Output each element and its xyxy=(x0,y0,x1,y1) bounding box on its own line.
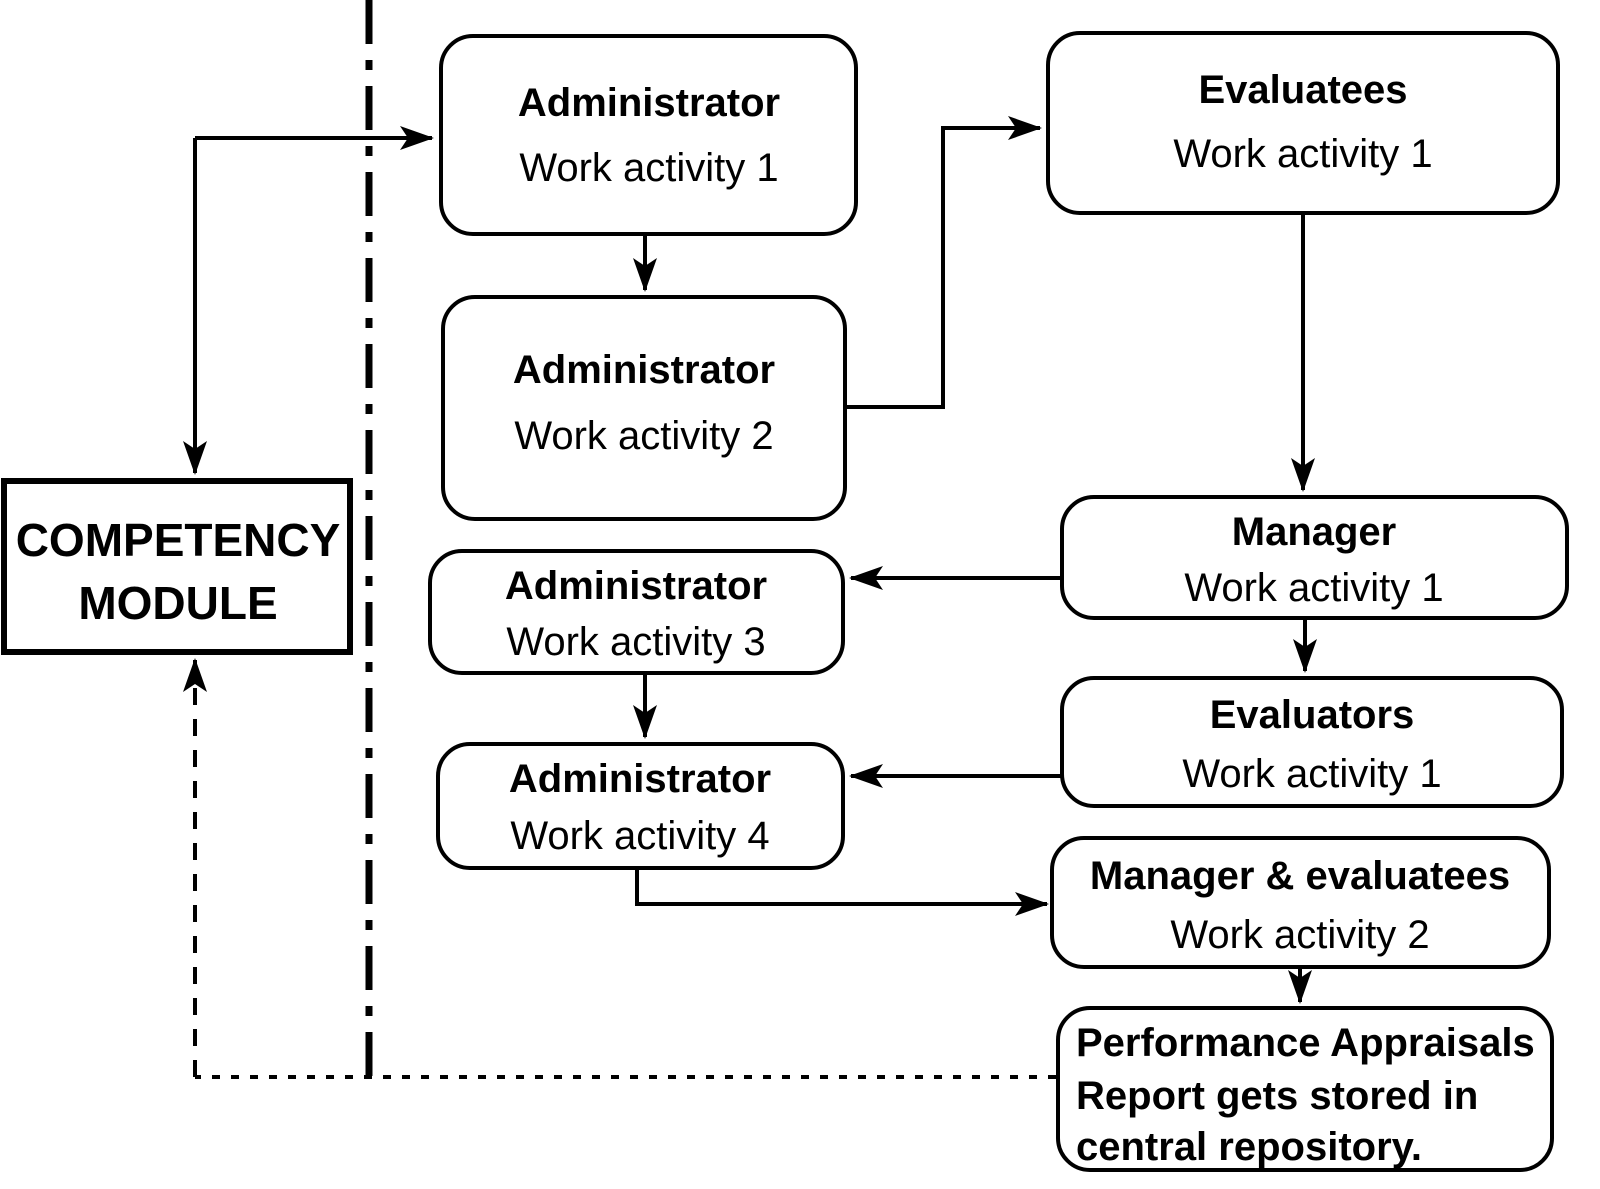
node-admin3: Administrator Work activity 3 xyxy=(428,549,845,675)
connector-admin2-to-evaluatees xyxy=(845,116,1042,409)
admin2-title: Administrator xyxy=(513,348,775,392)
manager-evaluatees-box xyxy=(1050,836,1551,969)
evaluators-title: Evaluators xyxy=(1210,693,1415,737)
node-manager: Manager Work activity 1 xyxy=(1060,495,1569,620)
admin3-subtitle: Work activity 3 xyxy=(506,620,765,664)
evaluators-box xyxy=(1060,676,1564,808)
admin2-box xyxy=(441,295,847,521)
admin4-subtitle: Work activity 4 xyxy=(510,814,769,858)
admin1-subtitle: Work activity 1 xyxy=(519,146,778,190)
admin4-title: Administrator xyxy=(509,757,771,801)
competency-module-line1: COMPETENCY xyxy=(16,514,341,566)
manager-title: Manager xyxy=(1232,510,1397,554)
performance-appraisals-line2: Report gets stored in xyxy=(1076,1074,1478,1118)
node-evaluators: Evaluators Work activity 1 xyxy=(1060,676,1564,808)
evaluatees-title: Evaluatees xyxy=(1198,68,1407,112)
manager-evaluatees-subtitle: Work activity 2 xyxy=(1170,913,1429,957)
node-performance-appraisals: Performance Appraisals Report gets store… xyxy=(1056,1006,1554,1172)
competency-module-box xyxy=(1,478,353,655)
evaluatees-subtitle: Work activity 1 xyxy=(1173,132,1432,176)
node-evaluatees: Evaluatees Work activity 1 xyxy=(1046,31,1560,215)
node-admin2: Administrator Work activity 2 xyxy=(441,295,847,521)
admin3-box xyxy=(428,549,845,675)
evaluatees-box xyxy=(1046,31,1560,215)
node-admin1: Administrator Work activity 1 xyxy=(439,34,858,236)
competency-module-line2: MODULE xyxy=(78,577,277,629)
manager-subtitle: Work activity 1 xyxy=(1184,566,1443,610)
admin4-box xyxy=(436,742,845,870)
node-admin4: Administrator Work activity 4 xyxy=(436,742,845,870)
admin1-box xyxy=(439,34,858,236)
node-competency-module: COMPETENCY MODULE xyxy=(1,478,353,655)
manager-evaluatees-title: Manager & evaluatees xyxy=(1090,854,1510,898)
connector-admin4-to-manager-evaluatees xyxy=(635,868,1049,916)
performance-appraisals-line3: central repository. xyxy=(1076,1125,1422,1169)
performance-appraisals-box xyxy=(1056,1006,1554,1172)
node-manager-evaluatees: Manager & evaluatees Work activity 2 xyxy=(1050,836,1551,969)
admin3-title: Administrator xyxy=(505,564,767,608)
connectors xyxy=(183,116,1317,1079)
manager-box xyxy=(1060,495,1569,620)
evaluators-subtitle: Work activity 1 xyxy=(1182,752,1441,796)
admin1-title: Administrator xyxy=(518,81,780,125)
performance-appraisals-line1: Performance Appraisals xyxy=(1076,1021,1535,1065)
admin2-subtitle: Work activity 2 xyxy=(514,414,773,458)
